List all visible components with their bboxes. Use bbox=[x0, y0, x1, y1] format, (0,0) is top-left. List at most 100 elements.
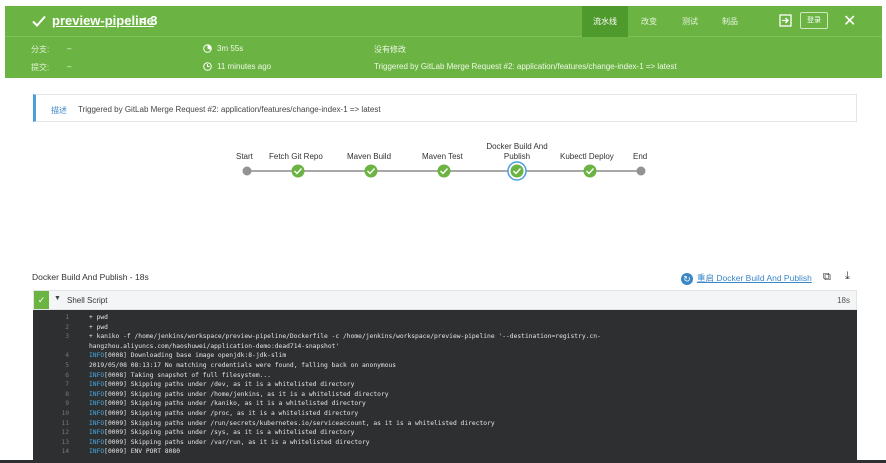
tab-tests[interactable]: 测试 bbox=[682, 17, 698, 26]
login-button[interactable]: 登录 bbox=[800, 12, 828, 29]
chevron-down-icon[interactable]: ▼ bbox=[54, 295, 61, 302]
step-duration: 18s bbox=[837, 296, 850, 305]
shell-script-step[interactable]: ✓ ▼ Shell Script 18s bbox=[33, 290, 857, 310]
open-external-icon[interactable]: ⧉ bbox=[823, 271, 831, 283]
header-bar: preview-pipeline < 3 流水线 改变 测试 制品 登录 ✕ bbox=[5, 6, 882, 37]
run-number[interactable]: < 3 bbox=[139, 13, 158, 28]
log-line: 13 INFO[0009] Skipping paths under /var/r… bbox=[33, 438, 857, 448]
log-level: INFO bbox=[89, 419, 105, 427]
success-check-icon bbox=[32, 15, 46, 27]
stage-label-start: Start bbox=[236, 152, 253, 161]
log-text: [0009] Skipping paths under /home/jenkin… bbox=[104, 390, 389, 398]
exit-icon[interactable] bbox=[779, 14, 792, 27]
line-number: 4 bbox=[65, 352, 69, 360]
stage-node-fetch-git-repo[interactable] bbox=[291, 164, 305, 178]
line-number: 11 bbox=[61, 419, 69, 427]
close-icon[interactable]: ✕ bbox=[843, 13, 857, 30]
restart-label: 重启 Docker Build And Publish bbox=[697, 273, 812, 283]
stage-check-icon bbox=[367, 168, 376, 175]
tab-changes[interactable]: 改变 bbox=[641, 17, 657, 26]
line-number: 5 bbox=[65, 361, 69, 369]
log-text: + pwd bbox=[89, 314, 108, 321]
log-line: 2 + pwd bbox=[33, 323, 857, 333]
stage-label-docker-build-and-publish: Docker Build And Publish bbox=[486, 142, 548, 161]
stage-check-icon bbox=[294, 168, 303, 175]
log-bottom-edge bbox=[0, 460, 886, 463]
log-text: [0009] Skipping paths under /dev, as it … bbox=[104, 381, 355, 389]
log-line: 1 + pwd bbox=[33, 313, 857, 323]
line-number: 12 bbox=[61, 429, 69, 437]
description-panel: 描述 Triggered by GitLab Merge Request #2:… bbox=[33, 94, 857, 122]
pipeline-title-link[interactable]: preview-pipeline bbox=[52, 13, 154, 28]
log-text: + pwd bbox=[89, 323, 108, 331]
pipeline-graph bbox=[242, 161, 646, 181]
stage-node-maven-test[interactable] bbox=[437, 164, 451, 178]
stage-node-kubectl-deploy[interactable] bbox=[583, 164, 597, 178]
changes-summary: 没有修改 bbox=[374, 45, 406, 54]
stage-label-maven-build: Maven Build bbox=[347, 152, 392, 161]
line-number: 13 bbox=[61, 438, 69, 446]
download-icon[interactable]: ⤓ bbox=[845, 270, 850, 282]
log-line: 5 2019/05/08 08:13:17 No matching credent… bbox=[33, 361, 857, 371]
branch-label: 分支: bbox=[31, 45, 50, 54]
tab-pipeline[interactable]: 流水线 bbox=[582, 6, 628, 37]
run-duration: 3m 55s bbox=[217, 44, 244, 53]
stage-label-kubectl-deploy: Kubectl Deploy bbox=[560, 152, 614, 161]
log-line: 11 INFO[0009] Skipping paths under /run/s… bbox=[33, 419, 857, 429]
stage-check-icon bbox=[586, 168, 595, 175]
line-number: 10 bbox=[61, 409, 69, 417]
restart-icon: ↻ bbox=[681, 272, 693, 285]
log-text: [0008] Taking snapshot of full filesyste… bbox=[104, 371, 271, 379]
log-text: [0008] Downloading base image openjdk:8-… bbox=[104, 352, 287, 360]
log-text: [0009] Skipping paths under /proc, as it… bbox=[104, 409, 359, 417]
line-number: 3 bbox=[65, 333, 69, 341]
log-level: INFO bbox=[89, 448, 105, 456]
stage-check-icon bbox=[440, 168, 449, 175]
description-text: Triggered by GitLab Merge Request #2: ap… bbox=[78, 105, 381, 114]
log-text: [0009] Skipping paths under /var/run, as… bbox=[104, 438, 370, 446]
description-label: 描述 bbox=[51, 106, 67, 115]
stage-label-maven-test: Maven Test bbox=[422, 152, 463, 161]
stage-node-start[interactable] bbox=[242, 166, 252, 176]
log-text: [0009] Skipping paths under /kaniko, as … bbox=[104, 400, 366, 408]
log-line: 12 INFO[0009] Skipping paths under /sys, … bbox=[33, 428, 857, 438]
log-level: INFO bbox=[89, 390, 105, 398]
log-line: 4 INFO[0008] Downloading base image openj… bbox=[33, 351, 857, 361]
log-text: [0009] Skipping paths under /run/secrets… bbox=[104, 419, 495, 427]
line-number: 1 bbox=[65, 314, 69, 321]
restart-stage-link[interactable]: ↻ 重启 Docker Build And Publish bbox=[681, 272, 812, 285]
step-success-icon: ✓ bbox=[34, 291, 49, 309]
run-header: preview-pipeline < 3 流水线 改变 测试 制品 登录 ✕ 分… bbox=[5, 6, 882, 78]
line-number bbox=[33, 342, 89, 352]
run-time-ago: 11 minutes ago bbox=[217, 62, 272, 71]
log-level: INFO bbox=[89, 438, 105, 446]
log-text: 2019/05/08 08:13:17 No matching credenti… bbox=[89, 361, 397, 369]
log-level: INFO bbox=[89, 429, 105, 437]
stage-node-maven-build[interactable] bbox=[364, 164, 378, 178]
stage-node-docker-build-and-publish[interactable] bbox=[510, 164, 524, 178]
log-text: [0009] Skipping paths under /sys, as it … bbox=[104, 429, 355, 437]
line-number: 6 bbox=[65, 371, 69, 379]
log-line: 3 + kaniko -f /home/jenkins/workspace/pre… bbox=[33, 332, 857, 342]
tab-artifacts[interactable]: 制品 bbox=[722, 17, 738, 26]
log-text: + kaniko -f /home/jenkins/workspace/prev… bbox=[89, 333, 601, 341]
commit-value: – bbox=[67, 62, 72, 71]
branch-value: – bbox=[67, 44, 72, 53]
stage-node-end[interactable] bbox=[636, 166, 646, 176]
log-line: hangzhou.aliyuncs.com/haoshuwei/applicat… bbox=[33, 342, 857, 352]
step-title: Docker Build And Publish - 18s bbox=[32, 272, 149, 282]
console-log: 1 + pwd 2 + pwd 3 + kaniko -f /home/jenkins/w… bbox=[33, 310, 857, 463]
stage-label-end: End bbox=[633, 152, 648, 161]
commit-label: 提交: bbox=[31, 63, 50, 72]
log-text: [0009] ENV PORT 8080 bbox=[104, 448, 180, 456]
line-number: 7 bbox=[65, 381, 69, 389]
log-level: INFO bbox=[89, 352, 105, 360]
line-number: 2 bbox=[65, 323, 69, 331]
trigger-cause: Triggered by GitLab Merge Request #2: ap… bbox=[374, 62, 677, 71]
log-level: INFO bbox=[89, 400, 105, 408]
